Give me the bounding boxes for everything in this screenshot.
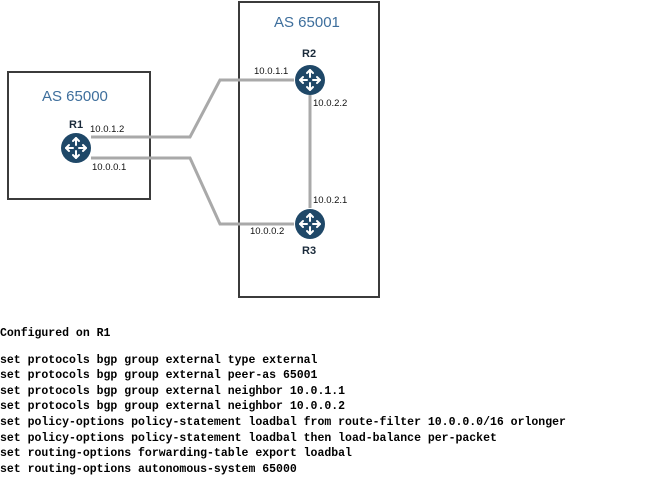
as-65000-label: AS 65000 <box>42 88 108 105</box>
config-line: set policy-options policy-statement load… <box>0 431 497 445</box>
router-r2-label: R2 <box>302 48 316 60</box>
config-line: set protocols bgp group external type ex… <box>0 353 318 367</box>
r2-left-ip-label: 10.0.1.1 <box>254 66 288 77</box>
config-line: set protocols bgp group external neighbo… <box>0 384 346 398</box>
config-line: set protocols bgp group external neighbo… <box>0 400 346 414</box>
router-r1-icon <box>60 132 92 164</box>
r3-left-ip-label: 10.0.0.2 <box>250 226 284 237</box>
config-listing: Configured on R1 set protocols bgp group… <box>0 326 650 477</box>
link-r1-r3 <box>91 156 294 226</box>
r3-top-ip-label: 10.0.2.1 <box>313 195 347 206</box>
router-r1-label: R1 <box>69 119 83 131</box>
router-r3-icon <box>294 208 326 240</box>
r1-top-ip-label: 10.0.1.2 <box>90 124 124 135</box>
r2-bottom-ip-label: 10.0.2.2 <box>313 98 347 109</box>
link-r1-r2 <box>91 78 294 139</box>
config-line: set routing-options autonomous-system 65… <box>0 462 297 476</box>
router-r3-label: R3 <box>302 245 316 257</box>
r1-bottom-ip-label: 10.0.0.1 <box>92 162 126 173</box>
as-65001-label: AS 65001 <box>274 14 340 31</box>
config-line: set routing-options forwarding-table exp… <box>0 447 352 461</box>
network-diagram: AS 65000 AS 65001 R1 R2 R3 10.0.1.2 10.0… <box>7 1 380 298</box>
config-title: Configured on R1 <box>0 327 111 340</box>
config-line: set protocols bgp group external peer-as… <box>0 369 318 383</box>
config-line: set policy-options policy-statement load… <box>0 415 566 429</box>
router-r2-icon <box>294 64 326 96</box>
